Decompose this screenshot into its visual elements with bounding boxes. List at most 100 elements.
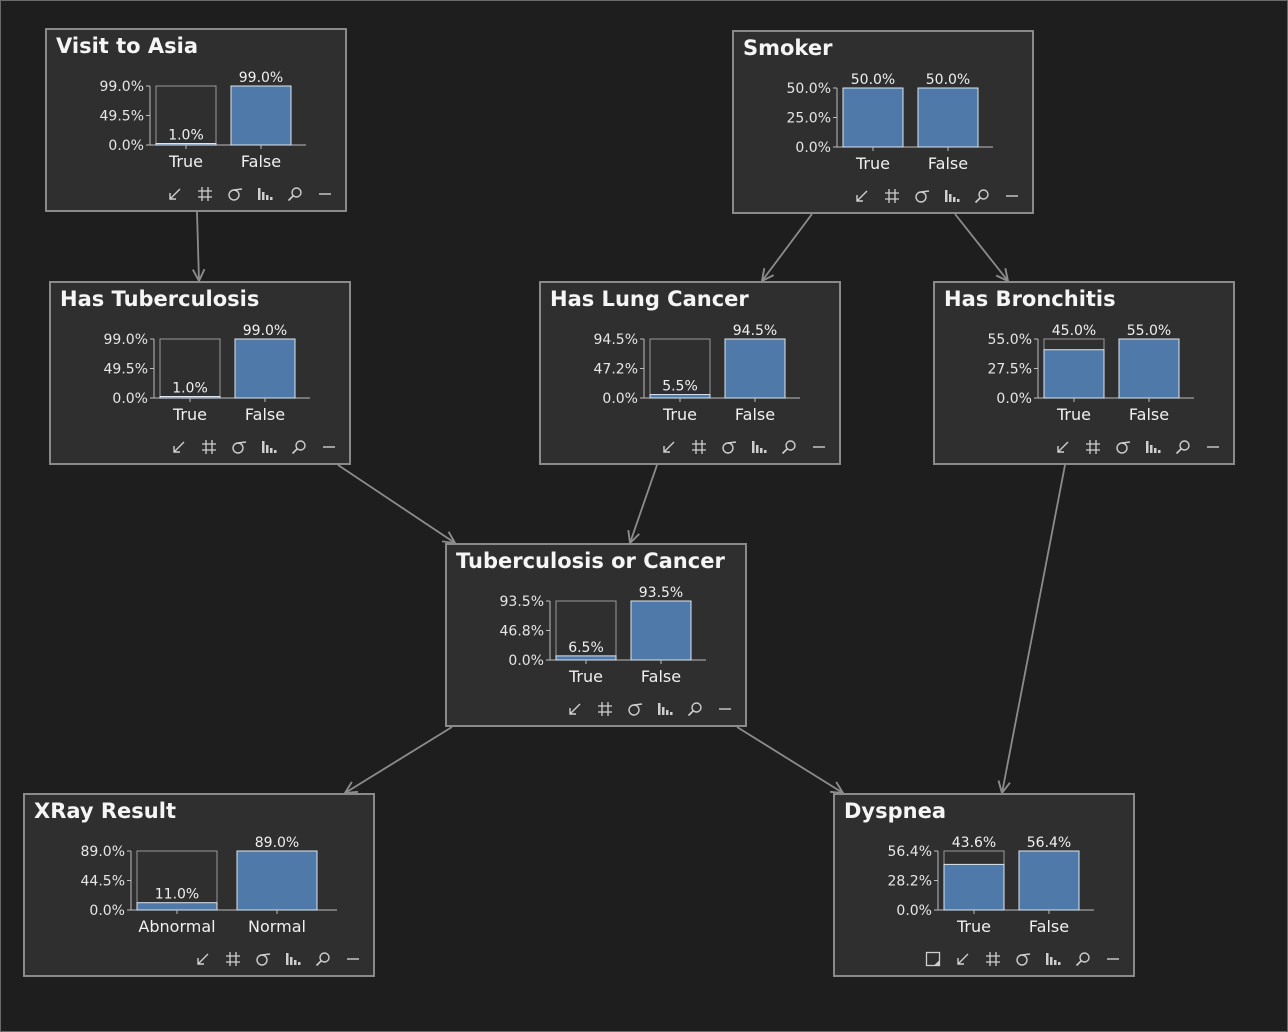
- bar-true[interactable]: [155, 143, 217, 146]
- hash-icon[interactable]: [1083, 437, 1103, 457]
- search-icon[interactable]: [1073, 949, 1093, 969]
- hash-icon[interactable]: [882, 186, 902, 206]
- bar-chart-icon[interactable]: [942, 186, 962, 206]
- bar-value-label: 50.0%: [851, 72, 895, 88]
- bar-value-label: 43.6%: [952, 835, 996, 851]
- target-icon[interactable]: [923, 949, 943, 969]
- bar-false[interactable]: [724, 338, 786, 399]
- bar-true[interactable]: [943, 863, 1005, 911]
- node-toolbar: [852, 186, 1022, 206]
- y-tick-label: 0.0%: [108, 138, 144, 154]
- bar-true[interactable]: [159, 396, 221, 399]
- arrow-icon[interactable]: [165, 184, 185, 204]
- sigma-icon[interactable]: [625, 699, 645, 719]
- y-tick-label: 0.0%: [89, 903, 125, 919]
- bar-false[interactable]: [1018, 850, 1080, 911]
- minimize-icon[interactable]: [715, 699, 735, 719]
- bar-false[interactable]: [1118, 338, 1180, 399]
- sigma-icon[interactable]: [912, 186, 932, 206]
- state-label: False: [641, 667, 681, 686]
- bar-chart-icon[interactable]: [1043, 949, 1063, 969]
- arrow-icon[interactable]: [659, 437, 679, 457]
- y-tick-label: 27.5%: [988, 362, 1032, 378]
- bar-chart-icon[interactable]: [255, 184, 275, 204]
- bar-true[interactable]: [1043, 349, 1105, 399]
- hash-icon[interactable]: [195, 184, 215, 204]
- arrow-icon[interactable]: [953, 949, 973, 969]
- y-tick-label: 56.4%: [888, 844, 932, 860]
- arrow-icon[interactable]: [565, 699, 585, 719]
- sigma-icon[interactable]: [1113, 437, 1133, 457]
- sigma-icon[interactable]: [229, 437, 249, 457]
- y-tick-label: 44.5%: [81, 874, 125, 890]
- search-icon[interactable]: [972, 186, 992, 206]
- minimize-icon[interactable]: [343, 949, 363, 969]
- hash-icon[interactable]: [199, 437, 219, 457]
- hash-icon[interactable]: [595, 699, 615, 719]
- bar-value-label: 1.0%: [172, 381, 208, 397]
- minimize-icon[interactable]: [1203, 437, 1223, 457]
- sigma-icon[interactable]: [225, 184, 245, 204]
- minimize-icon[interactable]: [319, 437, 339, 457]
- bar-false[interactable]: [234, 338, 296, 399]
- hash-icon[interactable]: [689, 437, 709, 457]
- state-label: False: [928, 154, 968, 173]
- bar-chart-icon[interactable]: [259, 437, 279, 457]
- minimize-icon[interactable]: [315, 184, 335, 204]
- arrow-icon[interactable]: [193, 949, 213, 969]
- y-tick-label: 99.0%: [104, 332, 148, 348]
- y-tick-label: 28.2%: [888, 874, 932, 890]
- state-label: True: [956, 917, 991, 936]
- search-icon[interactable]: [1173, 437, 1193, 457]
- state-label: False: [241, 152, 281, 171]
- sigma-icon[interactable]: [253, 949, 273, 969]
- arrow-icon[interactable]: [169, 437, 189, 457]
- bar-normal[interactable]: [236, 850, 318, 911]
- y-tick-label: 0.0%: [795, 140, 831, 156]
- bar-abnormal[interactable]: [136, 902, 218, 911]
- y-tick-label: 99.0%: [100, 79, 144, 95]
- node-title: Dyspnea: [844, 799, 947, 823]
- bar-value-label: 1.0%: [168, 128, 204, 144]
- hash-icon[interactable]: [983, 949, 1003, 969]
- bar-true[interactable]: [649, 394, 711, 399]
- sigma-icon[interactable]: [719, 437, 739, 457]
- arrow-icon[interactable]: [1053, 437, 1073, 457]
- bar-value-label: 89.0%: [255, 835, 299, 851]
- search-icon[interactable]: [289, 437, 309, 457]
- y-tick-label: 0.0%: [896, 903, 932, 919]
- bar-chart-icon[interactable]: [1143, 437, 1163, 457]
- sigma-icon[interactable]: [1013, 949, 1033, 969]
- search-icon[interactable]: [313, 949, 333, 969]
- bar-chart-icon[interactable]: [283, 949, 303, 969]
- hash-icon[interactable]: [223, 949, 243, 969]
- minimize-icon[interactable]: [1002, 186, 1022, 206]
- bar-true[interactable]: [842, 87, 904, 148]
- bar-value-label: 94.5%: [733, 323, 777, 339]
- arrow-icon[interactable]: [852, 186, 872, 206]
- search-icon[interactable]: [685, 699, 705, 719]
- bar-true[interactable]: [555, 655, 617, 661]
- bar-chart-icon[interactable]: [655, 699, 675, 719]
- bar-chart-icon[interactable]: [749, 437, 769, 457]
- search-icon[interactable]: [285, 184, 305, 204]
- state-label: True: [855, 154, 890, 173]
- bar-false[interactable]: [630, 600, 692, 661]
- minimize-icon[interactable]: [809, 437, 829, 457]
- bar-value-label: 99.0%: [239, 70, 283, 86]
- bar-false[interactable]: [917, 87, 979, 148]
- search-icon[interactable]: [779, 437, 799, 457]
- bar-false[interactable]: [230, 85, 292, 146]
- minimize-icon[interactable]: [1103, 949, 1123, 969]
